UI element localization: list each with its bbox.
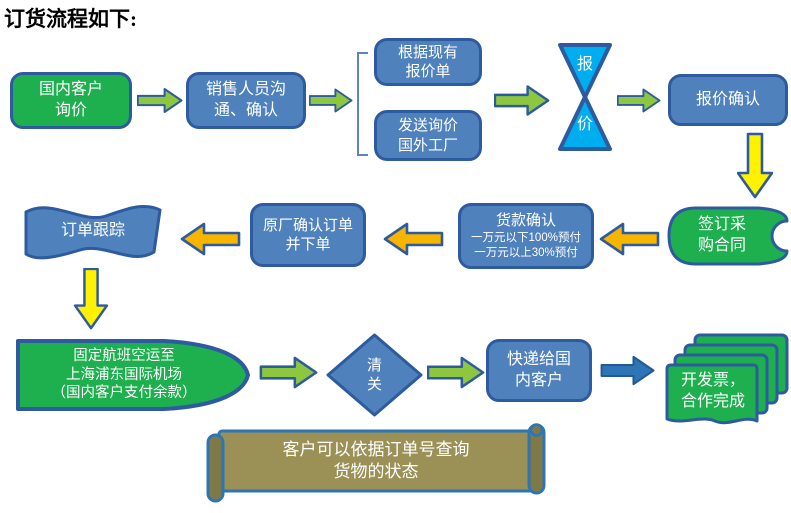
tracking-wave-shape	[24, 205, 162, 260]
node-delivery: 快递给国 内客户	[486, 339, 592, 402]
hourglass-shape	[558, 43, 612, 151]
arrow-right-icon	[494, 85, 550, 116]
arrow-down-icon	[73, 268, 109, 330]
payment-line1: 一万元以下100%预付	[471, 231, 581, 244]
arrow-right-icon	[617, 88, 661, 113]
arrow-right-icon	[600, 355, 655, 386]
scroll-banner-shape	[206, 423, 546, 503]
shipping-shape	[16, 339, 250, 411]
invoice-cards-shape	[665, 333, 789, 425]
arrow-right-icon	[427, 356, 485, 389]
node-payment: 货款确认 一万元以下100%预付 一万元以上30%预付	[458, 203, 594, 269]
arrow-left-icon	[383, 222, 444, 256]
arrow-down-icon	[737, 132, 773, 199]
node-quote-confirm: 报价确认	[668, 74, 788, 126]
arrow-left-icon	[180, 222, 241, 256]
arrow-left-icon	[599, 222, 660, 256]
page-title: 订货流程如下:	[4, 7, 137, 31]
payment-title: 货款确认	[495, 212, 556, 230]
payment-line2: 一万元以上30%预付	[474, 246, 578, 259]
bracket-left	[357, 52, 368, 156]
node-sales-confirm: 销售人员沟 通、确认	[186, 72, 306, 129]
node-quote-existing: 根据现有 报价单	[374, 38, 482, 86]
node-quote-factory: 发送询价 国外工厂	[374, 110, 482, 161]
node-domestic-inquiry: 国内客户 询价	[10, 72, 132, 129]
customs-diamond-shape	[326, 333, 423, 417]
node-factory-order: 原厂确认订单 并下单	[250, 203, 366, 267]
arrow-right-icon	[309, 88, 353, 113]
arrow-right-icon	[259, 356, 318, 389]
contract-shape	[667, 206, 789, 266]
arrow-right-icon	[137, 88, 183, 113]
